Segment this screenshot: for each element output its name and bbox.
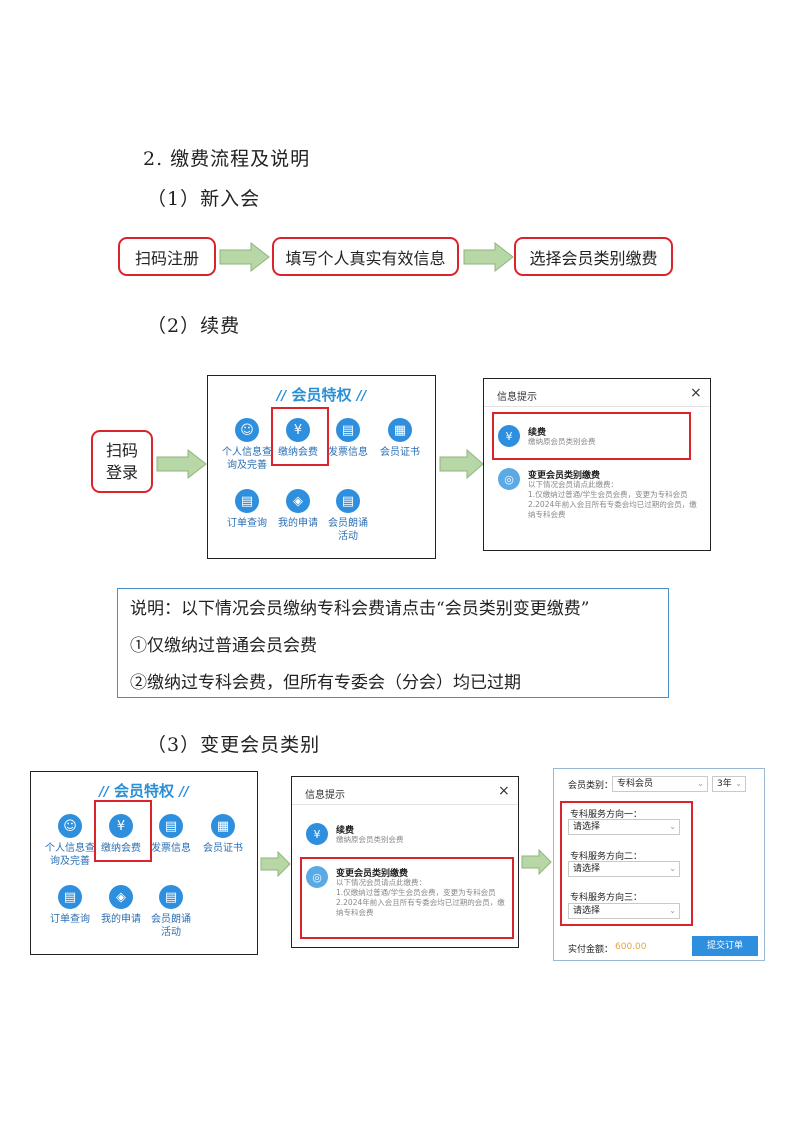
direction1-label: 专科服务方向一：	[570, 810, 643, 820]
privilege-order-query[interactable]: 订单查询	[227, 518, 267, 529]
highlight-change-option	[300, 857, 514, 939]
yuan-icon: ¥	[109, 814, 133, 838]
direction3-label: 专科服务方向三：	[570, 893, 643, 903]
direction2-label: 专科服务方向二：	[570, 852, 643, 862]
member-category-form: 会员类别： 专科会员⌄ 3年⌄ 专科服务方向一： 请选择⌄ 专科服务方向二： 请…	[553, 768, 765, 961]
flow-step-text: 登录	[105, 462, 138, 482]
subheading-new-member: （1）新入会	[147, 188, 261, 210]
privilege-invoice[interactable]: 发票信息	[328, 447, 368, 458]
privilege-my-application[interactable]: 我的申请	[101, 914, 141, 925]
privilege-invoice[interactable]: 发票信息	[151, 843, 191, 854]
note-line: 说明：以下情况会员缴纳专科会费请点击“会员类别变更缴费”	[130, 599, 590, 619]
highlight-pay-fee	[271, 407, 329, 466]
invoice-icon: ▤	[159, 814, 183, 838]
privileges-title: // 会员特权 //	[276, 386, 367, 404]
close-icon[interactable]: ×	[498, 783, 510, 799]
privilege-personal-info[interactable]: 个人信息查询及完善	[222, 447, 272, 471]
option-renew-title[interactable]: 续费	[336, 826, 355, 836]
privilege-personal-info[interactable]: 个人信息查询及完善	[45, 843, 95, 867]
recital-icon: ▤	[159, 885, 183, 909]
note-line: ①仅缴纳过普通会员会费	[130, 636, 317, 656]
privilege-recital[interactable]: 会员朗诵活动	[328, 518, 368, 542]
chevron-down-icon: ⌄	[669, 822, 676, 831]
flow-arrow	[156, 449, 207, 479]
category-select[interactable]: 专科会员⌄	[612, 776, 708, 792]
order-search-icon: ▤	[235, 489, 259, 513]
yuan-icon: ¥	[286, 418, 310, 442]
user-icon: ☺	[235, 418, 259, 442]
application-icon: ◈	[109, 885, 133, 909]
divider	[484, 406, 710, 407]
change-category-icon: ◎	[306, 866, 328, 888]
direction3-select[interactable]: 请选择⌄	[568, 903, 680, 919]
member-privileges-panel: // 会员特权 // ☺ 个人信息查询及完善 ¥ 缴纳会费 ▤ 发票信息 ▦ 会…	[30, 771, 258, 955]
flow-arrow	[219, 242, 270, 272]
privilege-certificate[interactable]: 会员证书	[380, 447, 420, 458]
chevron-down-icon: ⌄	[669, 906, 676, 915]
amount-label: 实付金额：	[568, 945, 614, 955]
highlight-service-directions	[560, 801, 693, 926]
info-dialog-renew: 信息提示 × ¥ 续费 缴纳原会员类别会费 ◎ 变更会员类别缴费 以下情况会员请…	[483, 378, 711, 551]
highlight-renew-option	[492, 412, 691, 460]
flow-step-choose-category-pay: 选择会员类别缴费	[514, 237, 673, 276]
submit-order-button[interactable]: 提交订单	[692, 936, 758, 956]
yuan-icon: ¥	[306, 823, 328, 845]
recital-icon: ▤	[336, 489, 360, 513]
flow-step-text: 扫码	[105, 440, 138, 460]
flow-arrow	[463, 242, 514, 272]
privilege-order-query[interactable]: 订单查询	[50, 914, 90, 925]
direction1-select[interactable]: 请选择⌄	[568, 819, 680, 835]
close-icon[interactable]: ×	[690, 385, 702, 401]
subheading-change-category: （3）变更会员类别	[147, 734, 321, 756]
amount-value: 600.00	[615, 942, 647, 952]
category-label: 会员类别：	[568, 781, 614, 791]
change-category-icon: ◎	[498, 468, 520, 490]
years-select[interactable]: 3年⌄	[712, 776, 746, 792]
chevron-down-icon: ⌄	[669, 864, 676, 873]
flow-arrow	[521, 849, 552, 875]
info-dialog-change: 信息提示 × ¥ 续费 缴纳原会员类别会费 ◎ 变更会员类别缴费 以下情况会员请…	[291, 776, 519, 948]
privileges-title: // 会员特权 //	[99, 782, 189, 800]
note-box: 说明：以下情况会员缴纳专科会费请点击“会员类别变更缴费” ①仅缴纳过普通会员会费…	[117, 588, 669, 698]
privilege-pay-fee[interactable]: 缴纳会费	[101, 843, 141, 854]
option-renew-desc: 缴纳原会员类别会费	[336, 835, 404, 844]
privilege-recital[interactable]: 会员朗诵活动	[151, 914, 191, 938]
option-renew-title[interactable]: 续费	[528, 428, 547, 438]
application-icon: ◈	[286, 489, 310, 513]
user-icon: ☺	[58, 814, 82, 838]
option-renew-desc: 缴纳原会员类别会费	[528, 437, 596, 446]
chevron-down-icon: ⌄	[735, 779, 742, 788]
subheading-renew: （2）续费	[147, 315, 241, 337]
yuan-icon: ¥	[498, 425, 520, 447]
flow-step-fill-info: 填写个人真实有效信息	[272, 237, 459, 276]
divider	[292, 804, 518, 805]
dialog-title: 信息提示	[305, 790, 345, 801]
flow-arrow	[260, 851, 291, 877]
direction2-select[interactable]: 请选择⌄	[568, 861, 680, 877]
certificate-icon: ▦	[211, 814, 235, 838]
option-change-title[interactable]: 变更会员类别缴费	[528, 471, 601, 481]
privilege-pay-fee[interactable]: 缴纳会费	[278, 447, 318, 458]
highlight-pay-fee	[94, 800, 152, 862]
section-heading: 2. 缴费流程及说明	[143, 148, 311, 170]
invoice-icon: ▤	[336, 418, 360, 442]
note-line: ②缴纳过专科会费，但所有专委会（分会）均已过期	[130, 673, 521, 693]
option-change-title[interactable]: 变更会员类别缴费	[336, 869, 409, 879]
flow-step-scan-register: 扫码注册	[118, 237, 216, 276]
flow-step-scan-login: 扫码 登录	[91, 430, 153, 493]
order-search-icon: ▤	[58, 885, 82, 909]
chevron-down-icon: ⌄	[697, 779, 704, 788]
privilege-certificate[interactable]: 会员证书	[203, 843, 243, 854]
privilege-my-application[interactable]: 我的申请	[278, 518, 318, 529]
member-privileges-panel: // 会员特权 // ☺ 个人信息查询及完善 ¥ 缴纳会费 ▤ 发票信息 ▦ 会…	[207, 375, 436, 559]
dialog-title: 信息提示	[497, 392, 537, 403]
flow-arrow	[439, 449, 484, 479]
certificate-icon: ▦	[388, 418, 412, 442]
